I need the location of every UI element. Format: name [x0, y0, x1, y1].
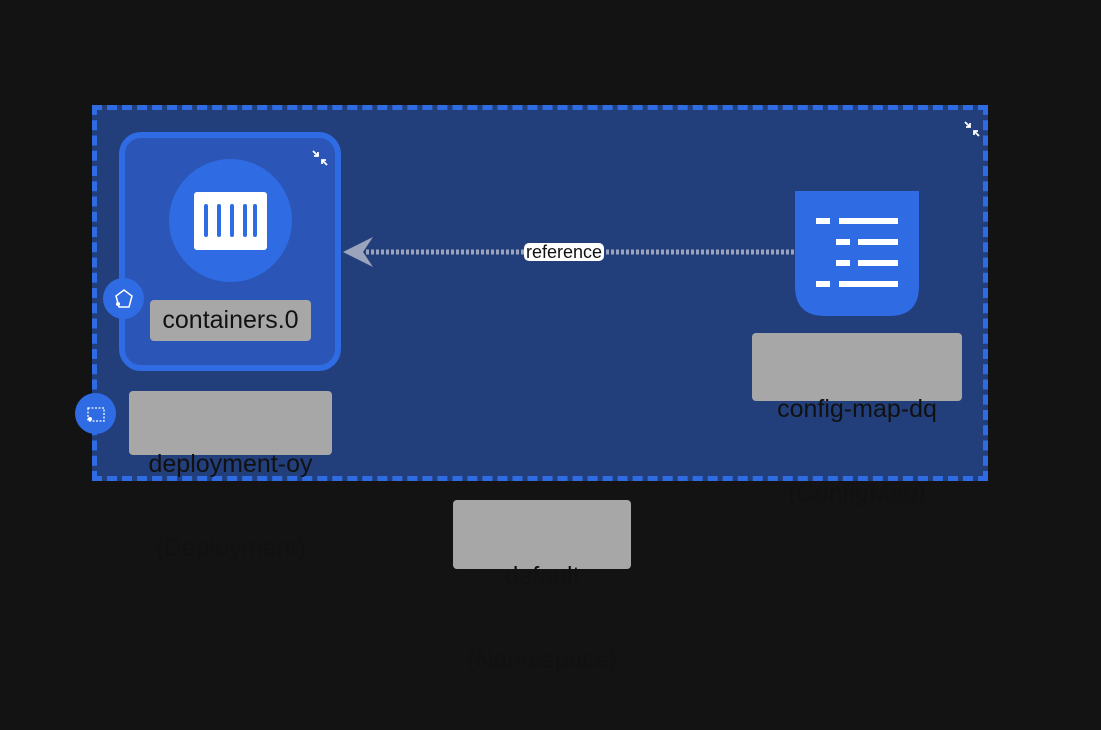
configmap-icon [795, 191, 919, 316]
collapse-icon[interactable] [311, 149, 329, 167]
container-icon [194, 192, 267, 250]
container-label: containers.0 [150, 300, 311, 341]
edge-label: reference [524, 242, 605, 262]
namespace-kind: (Namespace) [466, 646, 618, 674]
namespace-label: default (Namespace) [453, 500, 631, 674]
container-node[interactable] [169, 159, 292, 282]
deployment-kind: (Deployment) [155, 534, 306, 562]
deployment-name: deployment-oy [148, 450, 313, 478]
configmap-node[interactable] [795, 191, 919, 316]
deployment-badge-icon [75, 393, 116, 434]
diagram-canvas[interactable]: containers.0 deployment-oy (Deployment) … [0, 0, 1101, 674]
configmap-kind: (ConfigMap) [788, 479, 926, 507]
edge-arrowhead [343, 237, 373, 267]
pod-badge-icon [103, 278, 144, 319]
collapse-icon[interactable] [963, 120, 981, 138]
configmap-name: config-map-dq [777, 395, 937, 423]
reference-edge[interactable] [0, 0, 1101, 574]
deployment-label: deployment-oy (Deployment) [129, 391, 332, 562]
namespace-name: default [504, 562, 580, 590]
configmap-label: config-map-dq (ConfigMap) [752, 333, 962, 507]
